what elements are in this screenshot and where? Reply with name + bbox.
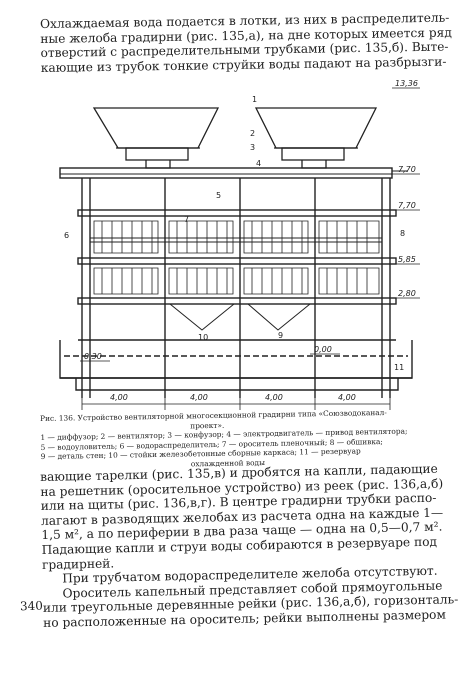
elevation-label: 7,70 xyxy=(398,201,416,210)
elevation-label: 0,00 xyxy=(314,345,332,354)
paragraph-top: Охлаждаемая вода подается в лотки, из ни… xyxy=(40,11,452,75)
roof xyxy=(59,167,408,179)
elevation-label: 5,85 xyxy=(398,255,416,264)
cooling-tower-drawing: 13,36 7,70 7,70 5,85 2,80 0,30 0,00 1 2 … xyxy=(59,79,420,410)
part-number: 3 xyxy=(250,143,255,152)
part-number: 7 xyxy=(184,215,189,224)
page-number: 340 xyxy=(19,598,44,614)
dimension-label: 4,00 xyxy=(338,393,356,402)
dimension-line xyxy=(81,398,391,410)
dimension-label: 4,00 xyxy=(265,393,283,402)
elevation-label: 7,70 xyxy=(398,165,416,174)
elevation-label: 2,80 xyxy=(398,289,416,298)
water-distributor xyxy=(90,237,382,243)
part-number: 2 xyxy=(250,129,255,138)
frame-columns xyxy=(81,178,391,398)
part-number: 5 xyxy=(216,191,221,200)
elevation-label: 13,36 xyxy=(395,79,418,88)
part-number: 4 xyxy=(256,159,261,168)
elevation-label: 0,30 xyxy=(84,352,102,361)
figure-caption: Рис. 136. Устройство вентиляторной много… xyxy=(40,407,426,471)
fill-packs xyxy=(93,220,380,295)
part-number: 10 xyxy=(198,333,208,342)
elevation-markers xyxy=(80,87,420,362)
part-number: 11 xyxy=(394,363,404,372)
part-number: 9 xyxy=(278,331,283,340)
part-number: 8 xyxy=(400,229,405,238)
dimension-label: 4,00 xyxy=(110,393,128,402)
water-basin xyxy=(59,340,413,391)
part-number: 6 xyxy=(64,231,69,240)
dimension-label: 4,00 xyxy=(190,393,208,402)
paragraph-bottom: вающие тарелки (рис. 135,в) и дробятся н… xyxy=(40,462,458,630)
fan-diffusers xyxy=(92,107,378,169)
fill-supports xyxy=(169,303,311,331)
floor-beams xyxy=(77,209,397,341)
part-number: 1 xyxy=(252,95,257,104)
